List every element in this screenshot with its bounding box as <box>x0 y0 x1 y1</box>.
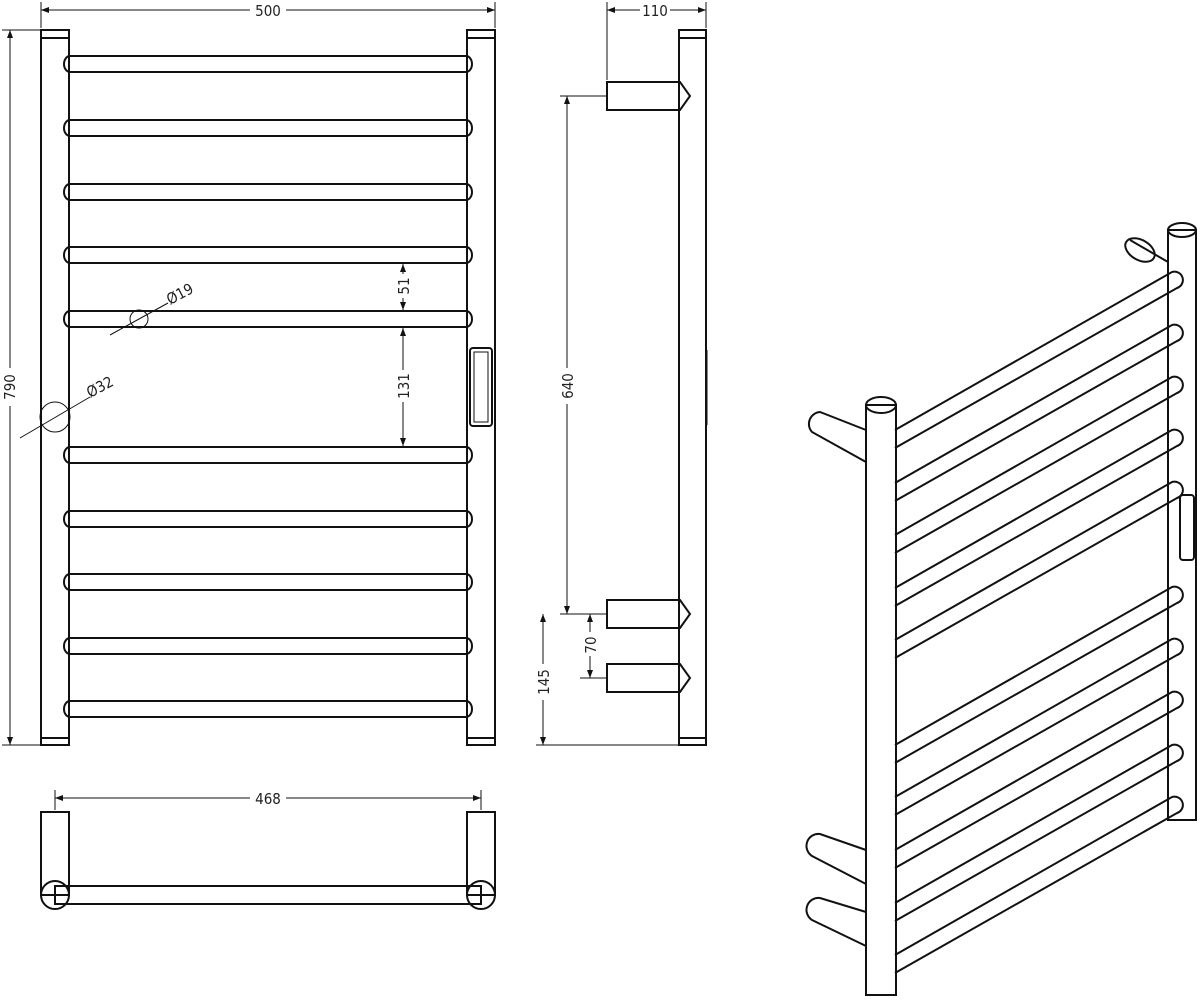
front-bar <box>63 446 473 464</box>
front-bar <box>63 246 473 264</box>
persp-bar <box>894 270 1184 449</box>
persp-bar <box>894 637 1184 816</box>
left-post-section <box>40 880 70 910</box>
bracket-mid <box>606 599 692 629</box>
persp-bar <box>894 795 1184 974</box>
dim-bar-length-label: 468 <box>255 790 281 808</box>
top-left-post <box>40 811 70 896</box>
dim-width: 500 <box>40 2 496 28</box>
front-bar <box>63 119 473 137</box>
dim-width-label: 500 <box>255 2 281 20</box>
persp-bar <box>894 585 1184 764</box>
dim-bracket-spacing-label: 640 <box>559 373 577 399</box>
persp-bar <box>894 690 1184 869</box>
dim-gap-small-label: 51 <box>395 277 413 294</box>
dim-post-diameter-label: Ø32 <box>83 373 116 402</box>
left-post <box>40 29 70 746</box>
front-bar <box>63 573 473 591</box>
dim-diameters: Ø19 Ø32 <box>19 280 196 439</box>
bracket-top <box>606 81 692 111</box>
heater-control-box <box>469 347 493 427</box>
dim-depth-label: 110 <box>642 2 668 20</box>
right-post-section <box>466 880 496 910</box>
persp-bars <box>894 270 1184 974</box>
bracket-bottom <box>606 663 692 693</box>
persp-bar <box>894 743 1184 922</box>
front-view <box>40 29 496 746</box>
right-post <box>466 29 496 746</box>
front-bar <box>63 700 473 718</box>
dim-height-label: 790 <box>1 374 19 400</box>
persp-bar <box>894 323 1184 502</box>
persp-bar <box>894 375 1184 554</box>
dim-lower-gap-label: 70 <box>582 636 600 653</box>
front-bar <box>63 510 473 528</box>
persp-bar <box>894 480 1184 659</box>
front-bar <box>63 183 473 201</box>
dim-bottom-bracket-label: 145 <box>535 669 553 695</box>
dim-bar-diameter-label: Ø19 <box>163 280 196 309</box>
perspective-view <box>805 222 1197 947</box>
top-right-post <box>466 811 496 896</box>
front-bar <box>63 637 473 655</box>
front-bar <box>63 55 473 73</box>
persp-bar <box>894 428 1184 607</box>
persp-left-post-group <box>865 396 897 996</box>
front-bar <box>63 310 473 328</box>
persp-right-post <box>1167 229 1197 821</box>
top-view: 468 <box>40 790 496 910</box>
side-view <box>606 29 708 746</box>
dim-height: 790 <box>1 29 40 746</box>
side-post <box>678 29 707 746</box>
persp-left-post <box>865 404 897 996</box>
dim-side: 110 640 70 145 <box>535 2 707 746</box>
dim-bar-gaps: 51 131 <box>395 264 413 446</box>
dim-gap-large-label: 131 <box>395 373 413 399</box>
persp-control-box <box>1179 494 1195 561</box>
